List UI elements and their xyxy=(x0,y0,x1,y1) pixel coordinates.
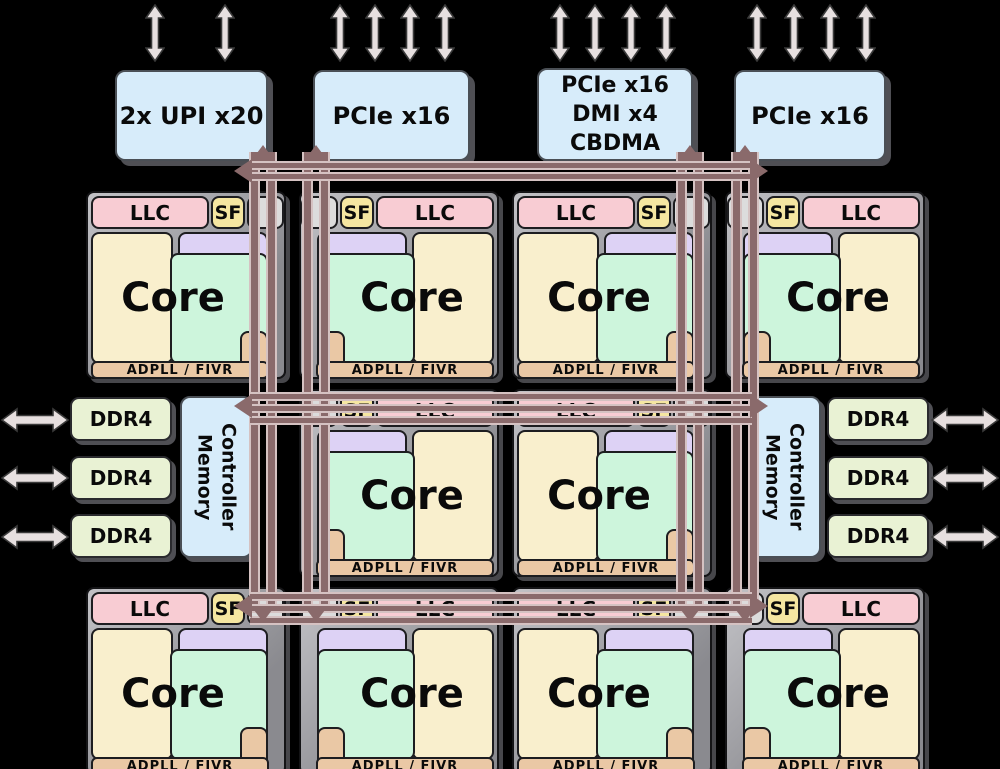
io-arrow-icon xyxy=(784,4,804,62)
mesh-line-horizontal xyxy=(250,172,752,181)
mesh-arrow-down-icon xyxy=(733,606,757,622)
mesh-arrow-down-icon xyxy=(678,606,702,622)
io-arrow-icon xyxy=(585,4,605,62)
core-box xyxy=(412,232,494,364)
io-box-pcie-left: PCIe x16 xyxy=(313,70,470,161)
ddr4-box: DDR4 xyxy=(70,397,172,441)
io-arrow-icon xyxy=(215,4,235,62)
core-box xyxy=(91,232,173,364)
io-box-pcie-dmi-cbdma-label: PCIe x16 DMI x4 CBDMA xyxy=(561,73,669,156)
mesh-line-vertical xyxy=(748,152,759,610)
ddr4-box: DDR4 xyxy=(827,397,929,441)
mesh-line-horizontal xyxy=(250,616,752,625)
mesh-line-vertical xyxy=(266,152,277,610)
mesh-line-vertical xyxy=(693,152,704,610)
mesh-line-horizontal xyxy=(250,404,752,413)
llc-box: LLC xyxy=(802,196,920,229)
adpll-fivr-bar: ADPLL / FIVR xyxy=(517,559,695,577)
io-arrow-icon xyxy=(145,4,165,62)
core-tile-r1c2: LLC SF ADPLL / FIVR Core xyxy=(299,191,499,379)
adpll-fivr-bar: ADPLL / FIVR xyxy=(91,757,269,769)
ddr-arrow-icon xyxy=(931,407,999,433)
mesh-arrow-up-icon xyxy=(733,145,757,161)
mesh-arrow-left-icon xyxy=(234,394,252,418)
core-tile-r3c2: LLC SF ADPLL / FIVR Core xyxy=(299,587,499,769)
io-arrow-icon xyxy=(330,4,350,62)
core-box xyxy=(838,232,920,364)
adpll-fivr-bar: ADPLL / FIVR xyxy=(316,559,494,577)
io-box-pcie-right-label: PCIe x16 xyxy=(751,101,869,130)
adpll-fivr-bar: ADPLL / FIVR xyxy=(517,361,695,379)
io-arrow-icon xyxy=(435,4,455,62)
core-box xyxy=(517,430,599,562)
mesh-arrow-up-icon xyxy=(678,145,702,161)
mesh-line-horizontal xyxy=(250,604,752,613)
adpll-fivr-bar: ADPLL / FIVR xyxy=(316,361,494,379)
core-tile-r3c4: LLC SF ADPLL / FIVR Core xyxy=(725,587,925,769)
sf-box: SF xyxy=(766,196,800,229)
core-box xyxy=(517,628,599,760)
ddr-arrow-icon xyxy=(1,407,69,433)
mesh-line-horizontal xyxy=(250,592,752,601)
mesh-line-horizontal xyxy=(250,416,752,425)
ddr4-box: DDR4 xyxy=(827,456,929,500)
sf-box: SF xyxy=(340,196,374,229)
ddr4-box: DDR4 xyxy=(827,514,929,558)
mesh-line-vertical xyxy=(731,152,742,610)
adpll-fivr-bar: ADPLL / FIVR xyxy=(742,757,920,769)
mesh-arrow-right-icon xyxy=(750,394,768,418)
core-box xyxy=(412,628,494,760)
ddr-arrow-icon xyxy=(1,465,69,491)
sf-box: SF xyxy=(211,196,245,229)
adpll-fivr-bar: ADPLL / FIVR xyxy=(517,757,695,769)
mesh-arrow-up-icon xyxy=(304,145,328,161)
core-box xyxy=(91,628,173,760)
io-arrow-icon xyxy=(856,4,876,62)
io-arrow-icon xyxy=(747,4,767,62)
mesh-arrow-right-icon xyxy=(750,159,768,183)
llc-box: LLC xyxy=(91,592,209,625)
core-box xyxy=(838,628,920,760)
memory-controller-box: Memory Controller xyxy=(748,396,821,558)
mesh-arrow-left-icon xyxy=(234,159,252,183)
llc-box: LLC xyxy=(91,196,209,229)
mesh-line-vertical xyxy=(676,152,687,610)
io-arrow-icon xyxy=(400,4,420,62)
io-box-upi-label: 2x UPI x20 xyxy=(119,101,264,130)
mesh-line-horizontal xyxy=(250,392,752,401)
io-box-pcie-dmi-cbdma: PCIe x16 DMI x4 CBDMA xyxy=(537,68,693,161)
mesh-line-horizontal xyxy=(250,161,752,170)
sf-box: SF xyxy=(637,196,671,229)
llc-box: LLC xyxy=(802,592,920,625)
io-arrow-icon xyxy=(656,4,676,62)
mesh-arrow-up-icon xyxy=(251,145,275,161)
mesh-line-vertical xyxy=(249,152,260,610)
ddr4-box: DDR4 xyxy=(70,514,172,558)
mesh-arrow-down-icon xyxy=(304,606,328,622)
mesh-line-vertical xyxy=(319,152,330,610)
io-arrow-icon xyxy=(621,4,641,62)
adpll-fivr-bar: ADPLL / FIVR xyxy=(742,361,920,379)
core-box xyxy=(517,232,599,364)
ddr-arrow-icon xyxy=(1,524,69,550)
ddr4-box: DDR4 xyxy=(70,456,172,500)
core-box xyxy=(412,430,494,562)
mesh-arrow-down-icon xyxy=(251,606,275,622)
memory-controller-box: Memory Controller xyxy=(180,396,253,558)
io-arrow-icon xyxy=(365,4,385,62)
mesh-arrow-left-icon xyxy=(234,594,252,618)
io-box-upi: 2x UPI x20 xyxy=(115,70,268,161)
io-arrow-icon xyxy=(820,4,840,62)
io-arrow-icon xyxy=(550,4,570,62)
adpll-fivr-bar: ADPLL / FIVR xyxy=(91,361,269,379)
ddr-arrow-icon xyxy=(931,524,999,550)
sf-box: SF xyxy=(766,592,800,625)
io-box-pcie-right: PCIe x16 xyxy=(734,70,886,161)
adpll-fivr-bar: ADPLL / FIVR xyxy=(316,757,494,769)
llc-box: LLC xyxy=(517,196,635,229)
llc-box: LLC xyxy=(376,196,494,229)
mesh-line-vertical xyxy=(302,152,313,610)
ddr-arrow-icon xyxy=(931,465,999,491)
io-box-pcie-left-label: PCIe x16 xyxy=(332,101,451,130)
